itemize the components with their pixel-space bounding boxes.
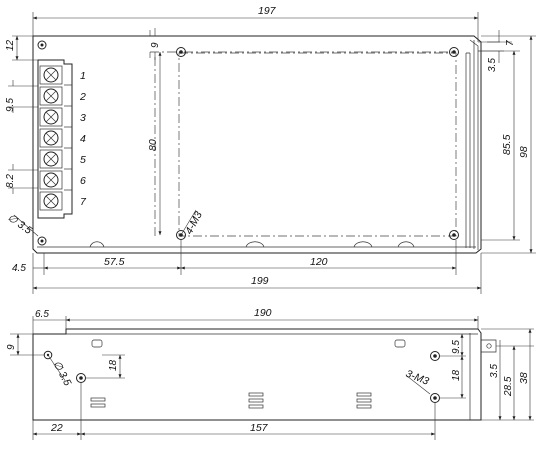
terminal-number: 7 bbox=[80, 196, 87, 208]
dim-85-5: 85.5 bbox=[501, 134, 513, 155]
dim-157: 157 bbox=[250, 422, 269, 434]
terminal-number: 4 bbox=[80, 133, 86, 145]
dim-80: 80 bbox=[147, 139, 159, 151]
dim-57-5: 57.5 bbox=[104, 256, 125, 268]
mount-hole-top-left bbox=[37, 40, 47, 50]
side-view-outline bbox=[32, 328, 482, 421]
dim-8-2: 8.2 bbox=[5, 174, 16, 188]
dim-4-5: 4.5 bbox=[12, 263, 26, 274]
dim-197: 197 bbox=[258, 5, 277, 17]
side-hole-right-lower bbox=[430, 393, 440, 403]
dim-98: 98 bbox=[518, 146, 530, 158]
vent-group-left bbox=[90, 397, 106, 408]
dim-190: 190 bbox=[254, 307, 272, 319]
side-hole-dia-label: ∅ 3.5 bbox=[50, 359, 73, 388]
mount-hole-bottom-left bbox=[37, 236, 47, 246]
dim-9-5-side: 9.5 bbox=[451, 340, 462, 354]
side-hole-right-upper bbox=[430, 351, 440, 361]
terminal-5: 5 bbox=[39, 149, 86, 170]
terminal-number: 5 bbox=[80, 154, 86, 166]
dim-6-5: 6.5 bbox=[35, 309, 49, 320]
dim-3-5-top: 3.5 bbox=[487, 58, 498, 72]
terminal-number: 2 bbox=[79, 91, 86, 103]
dim-3-5-side: 3.5 bbox=[489, 364, 500, 378]
terminal-2: 2 bbox=[39, 86, 86, 107]
dim-18-left: 18 bbox=[108, 359, 119, 371]
terminal-3: 3 bbox=[39, 107, 86, 128]
dim-199: 199 bbox=[251, 275, 269, 287]
terminal-block: 1 2 3 4 5 6 7 bbox=[37, 59, 87, 219]
screw-hole-tr bbox=[449, 47, 459, 57]
dim-9-side: 9 bbox=[6, 344, 17, 350]
dim-9-5: 9.5 bbox=[5, 98, 16, 112]
terminal-number: 1 bbox=[80, 70, 86, 82]
screw-hole-br bbox=[449, 230, 459, 240]
top-view-outline bbox=[32, 35, 482, 254]
dim-9-top: 9 bbox=[150, 42, 161, 48]
screw-label-3m3: 3-M3 bbox=[404, 368, 431, 388]
pcb-dashed-outline bbox=[178, 52, 457, 237]
hole-dia-label: ∅ 3.5 bbox=[5, 212, 34, 237]
dim-12: 12 bbox=[5, 39, 16, 51]
side-hole-left-lower bbox=[76, 373, 86, 383]
vent-group-right bbox=[356, 392, 372, 409]
dim-120: 120 bbox=[310, 256, 328, 268]
terminal-number: 3 bbox=[80, 112, 86, 124]
dim-7: 7 bbox=[505, 40, 516, 46]
dim-28-5: 28.5 bbox=[503, 376, 514, 397]
terminal-1: 1 bbox=[39, 65, 86, 86]
dim-18-right: 18 bbox=[451, 369, 462, 381]
dim-38: 38 bbox=[518, 372, 530, 384]
vent-group-middle bbox=[248, 392, 264, 409]
screw-hole-tl bbox=[176, 47, 186, 57]
screw-label-4m3: 4-M3 bbox=[183, 210, 205, 237]
terminal-4: 4 bbox=[39, 128, 86, 149]
side-view: 190 6.5 9 18 ∅ 3.5 9.5 18 3-M3 3.5 2 bbox=[6, 307, 534, 440]
terminal-7: 7 bbox=[39, 191, 87, 211]
terminal-number: 6 bbox=[80, 175, 86, 187]
dim-22: 22 bbox=[50, 422, 63, 434]
terminal-6: 6 bbox=[39, 170, 86, 191]
